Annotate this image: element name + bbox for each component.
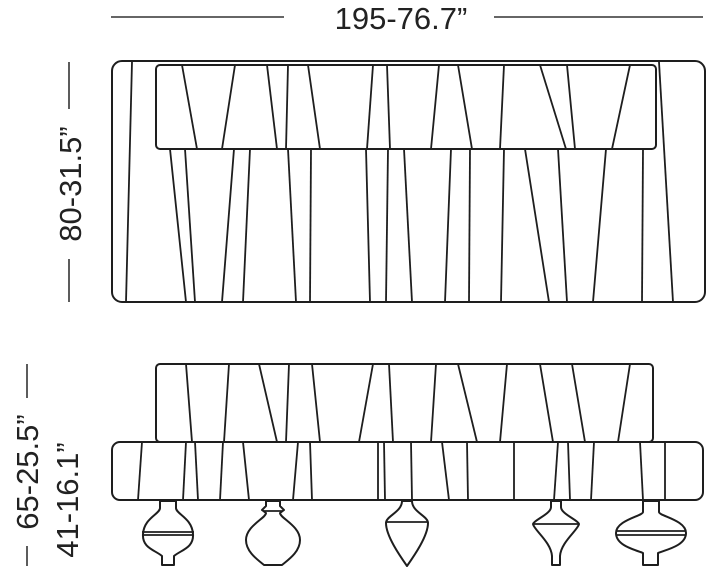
upholstery-stripe bbox=[194, 441, 199, 501]
front-view-backrest-stripes bbox=[185, 363, 631, 443]
upholstery-stripe bbox=[221, 64, 236, 150]
upholstery-stripe bbox=[466, 441, 469, 501]
upholstery-stripe bbox=[137, 441, 143, 501]
upholstery-stripe bbox=[366, 64, 374, 150]
width-dimension: 195-76.7” bbox=[111, 1, 703, 36]
upholstery-stripe bbox=[258, 363, 278, 443]
upholstery-stripe bbox=[539, 363, 554, 443]
upholstery-stripe bbox=[266, 64, 278, 150]
front-view bbox=[111, 363, 704, 567]
seat-height-label: 41-16.1” bbox=[50, 442, 85, 557]
upholstery-stripe bbox=[185, 363, 193, 443]
upholstery-stripe bbox=[403, 148, 413, 303]
upholstery-stripe bbox=[639, 441, 644, 501]
upholstery-stripe bbox=[499, 64, 505, 150]
top-view-seat-stripes bbox=[125, 61, 674, 303]
height-label: 65-25.5” bbox=[10, 414, 45, 529]
upholstery-stripe bbox=[307, 64, 321, 150]
depth-dimension: 80-31.5” bbox=[53, 62, 88, 302]
leg-vase bbox=[245, 500, 301, 566]
leg-diabolo bbox=[532, 500, 580, 566]
upholstery-stripe bbox=[223, 363, 230, 443]
front-view-seat-stripes bbox=[137, 441, 666, 501]
upholstery-stripe bbox=[500, 148, 505, 303]
upholstery-stripe bbox=[611, 64, 631, 150]
upholstery-stripe bbox=[311, 363, 321, 443]
upholstery-stripe bbox=[430, 64, 440, 150]
upholstery-stripe bbox=[430, 363, 437, 443]
upholstery-stripe bbox=[285, 64, 289, 150]
upholstery-stripe bbox=[468, 148, 471, 303]
upholstery-stripe bbox=[410, 441, 413, 501]
upholstery-stripe bbox=[242, 441, 250, 501]
upholstery-stripe bbox=[457, 363, 478, 443]
upholstery-stripe bbox=[365, 148, 371, 303]
width-label: 195-76.7” bbox=[335, 1, 468, 36]
depth-label: 80-31.5” bbox=[53, 126, 88, 241]
upholstery-stripe bbox=[457, 64, 473, 150]
top-view bbox=[111, 60, 706, 303]
upholstery-stripe bbox=[219, 441, 224, 501]
upholstery-stripe bbox=[184, 148, 196, 303]
upholstery-stripe bbox=[567, 441, 571, 501]
upholstery-stripe bbox=[566, 64, 576, 150]
upholstery-stripe bbox=[181, 64, 198, 150]
top-view-backrest-outline bbox=[155, 64, 657, 150]
leg-sphere-banded-right bbox=[615, 500, 687, 566]
upholstery-stripe bbox=[309, 441, 313, 501]
upholstery-stripe bbox=[658, 61, 674, 303]
upholstery-stripe bbox=[383, 441, 386, 501]
upholstery-stripe bbox=[571, 363, 586, 443]
leg-sphere-banded-left bbox=[141, 500, 195, 566]
upholstery-stripe bbox=[385, 148, 389, 303]
upholstery-stripe bbox=[309, 148, 312, 303]
upholstery-stripe bbox=[641, 148, 644, 303]
upholstery-stripe bbox=[285, 363, 290, 443]
upholstery-stripe bbox=[169, 148, 187, 303]
upholstery-stripe bbox=[590, 441, 595, 501]
top-view-seat-outline bbox=[111, 60, 706, 303]
upholstery-stripe bbox=[358, 363, 374, 443]
upholstery-stripe bbox=[557, 148, 568, 303]
upholstery-stripe bbox=[444, 148, 452, 303]
upholstery-stripe bbox=[539, 64, 567, 150]
upholstery-stripe bbox=[386, 64, 391, 150]
upholstery-stripe bbox=[287, 148, 297, 303]
top-view-backrest-stripes bbox=[181, 64, 631, 150]
upholstery-stripe bbox=[441, 441, 450, 501]
upholstery-stripe bbox=[553, 441, 559, 501]
upholstery-stripe bbox=[592, 148, 607, 303]
upholstery-stripe bbox=[125, 61, 133, 303]
upholstery-stripe bbox=[499, 363, 508, 443]
upholstery-stripe bbox=[292, 441, 299, 501]
upholstery-stripe bbox=[182, 441, 187, 501]
upholstery-stripe bbox=[388, 363, 394, 443]
upholstery-stripe bbox=[242, 148, 251, 303]
upholstery-stripe bbox=[524, 148, 550, 303]
height-dimension: 65-25.5” 41-16.1” bbox=[10, 364, 85, 566]
leg-cone bbox=[385, 500, 429, 567]
front-view-seat-outline bbox=[111, 441, 704, 501]
upholstery-stripe bbox=[617, 363, 631, 443]
upholstery-stripe bbox=[221, 148, 235, 303]
